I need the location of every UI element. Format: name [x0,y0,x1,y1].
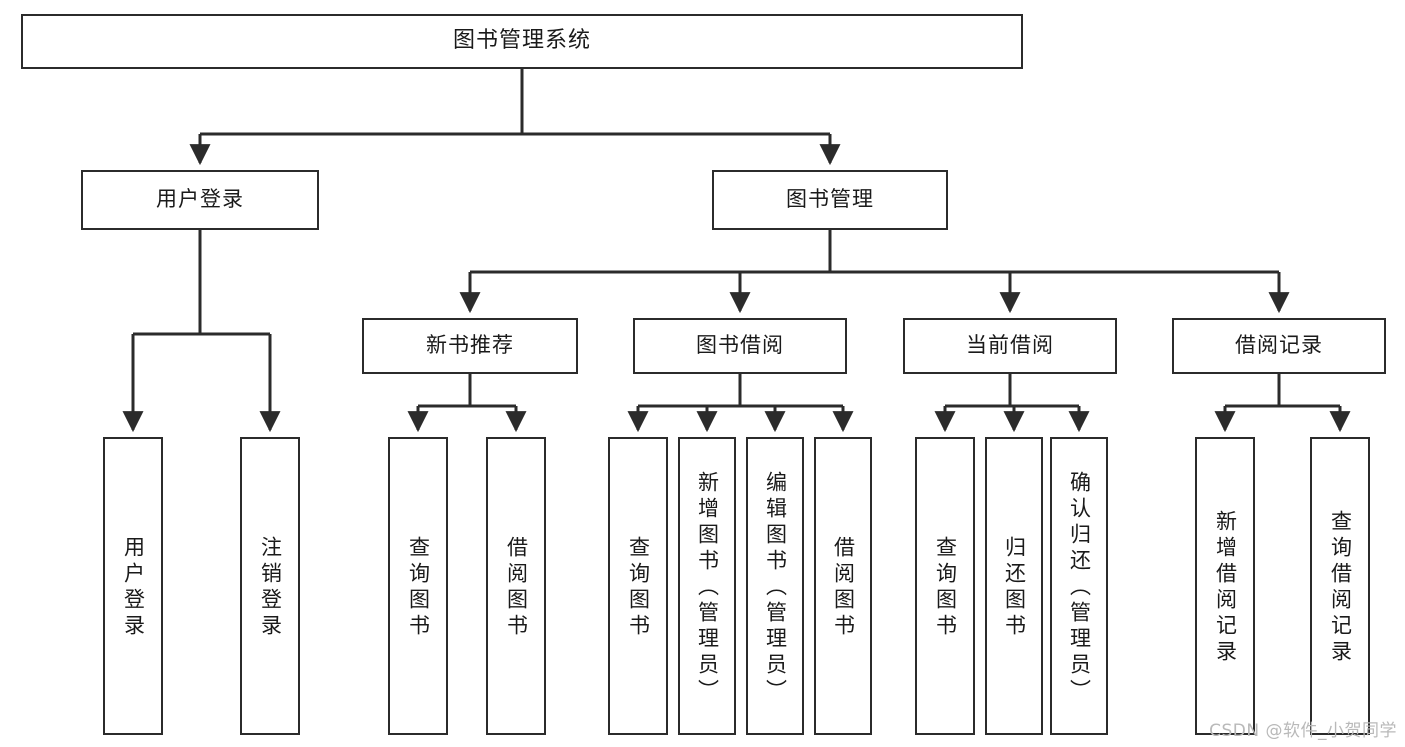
node-leaf-return-book-label: 归还图书 [1002,536,1027,640]
node-leaf-query-record-label: 查询借阅记录 [1328,510,1353,666]
node-leaf-return-book[interactable]: 归还图书 [985,437,1043,735]
node-book-borrow[interactable]: 图书借阅 [633,318,847,374]
node-leaf-query-book-1[interactable]: 查询图书 [388,437,448,735]
node-root[interactable]: 图书管理系统 [21,14,1023,69]
node-leaf-user-logout-label: 注销登录 [258,536,283,640]
node-user-login-label: 用户登录 [156,187,244,212]
node-borrow-record[interactable]: 借阅记录 [1172,318,1386,374]
watermark: CSDN @软件_小贺同学 [1209,721,1397,741]
node-new-book-recommend[interactable]: 新书推荐 [362,318,578,374]
node-new-book-recommend-label: 新书推荐 [426,333,514,358]
node-leaf-add-book-label: 新增图书（管理员） [695,471,720,705]
node-leaf-query-book-3[interactable]: 查询图书 [915,437,975,735]
node-leaf-borrow-book-1-label: 借阅图书 [504,536,529,640]
node-leaf-query-book-2[interactable]: 查询图书 [608,437,668,735]
node-borrow-record-label: 借阅记录 [1235,333,1323,358]
node-leaf-borrow-book-2-label: 借阅图书 [831,536,856,640]
node-leaf-edit-book[interactable]: 编辑图书（管理员） [746,437,804,735]
node-leaf-user-login[interactable]: 用户登录 [103,437,163,735]
node-user-login[interactable]: 用户登录 [81,170,319,230]
node-leaf-add-book[interactable]: 新增图书（管理员） [678,437,736,735]
node-book-manage-label: 图书管理 [786,187,874,212]
node-current-borrow-label: 当前借阅 [966,333,1054,358]
node-leaf-confirm-return-label: 确认归还（管理员） [1067,471,1092,705]
node-leaf-query-book-1-label: 查询图书 [406,536,431,640]
node-root-label: 图书管理系统 [452,28,591,54]
node-leaf-borrow-book-2[interactable]: 借阅图书 [814,437,872,735]
node-leaf-query-book-2-label: 查询图书 [626,536,651,640]
node-book-manage[interactable]: 图书管理 [712,170,948,230]
node-leaf-add-record-label: 新增借阅记录 [1213,510,1238,666]
node-leaf-user-login-label: 用户登录 [121,536,146,640]
node-leaf-borrow-book-1[interactable]: 借阅图书 [486,437,546,735]
node-leaf-query-record[interactable]: 查询借阅记录 [1310,437,1370,735]
node-book-borrow-label: 图书借阅 [696,333,784,358]
node-current-borrow[interactable]: 当前借阅 [903,318,1117,374]
node-leaf-query-book-3-label: 查询图书 [933,536,958,640]
node-leaf-edit-book-label: 编辑图书（管理员） [763,471,788,705]
node-leaf-user-logout[interactable]: 注销登录 [240,437,300,735]
node-leaf-add-record[interactable]: 新增借阅记录 [1195,437,1255,735]
node-leaf-confirm-return[interactable]: 确认归还（管理员） [1050,437,1108,735]
